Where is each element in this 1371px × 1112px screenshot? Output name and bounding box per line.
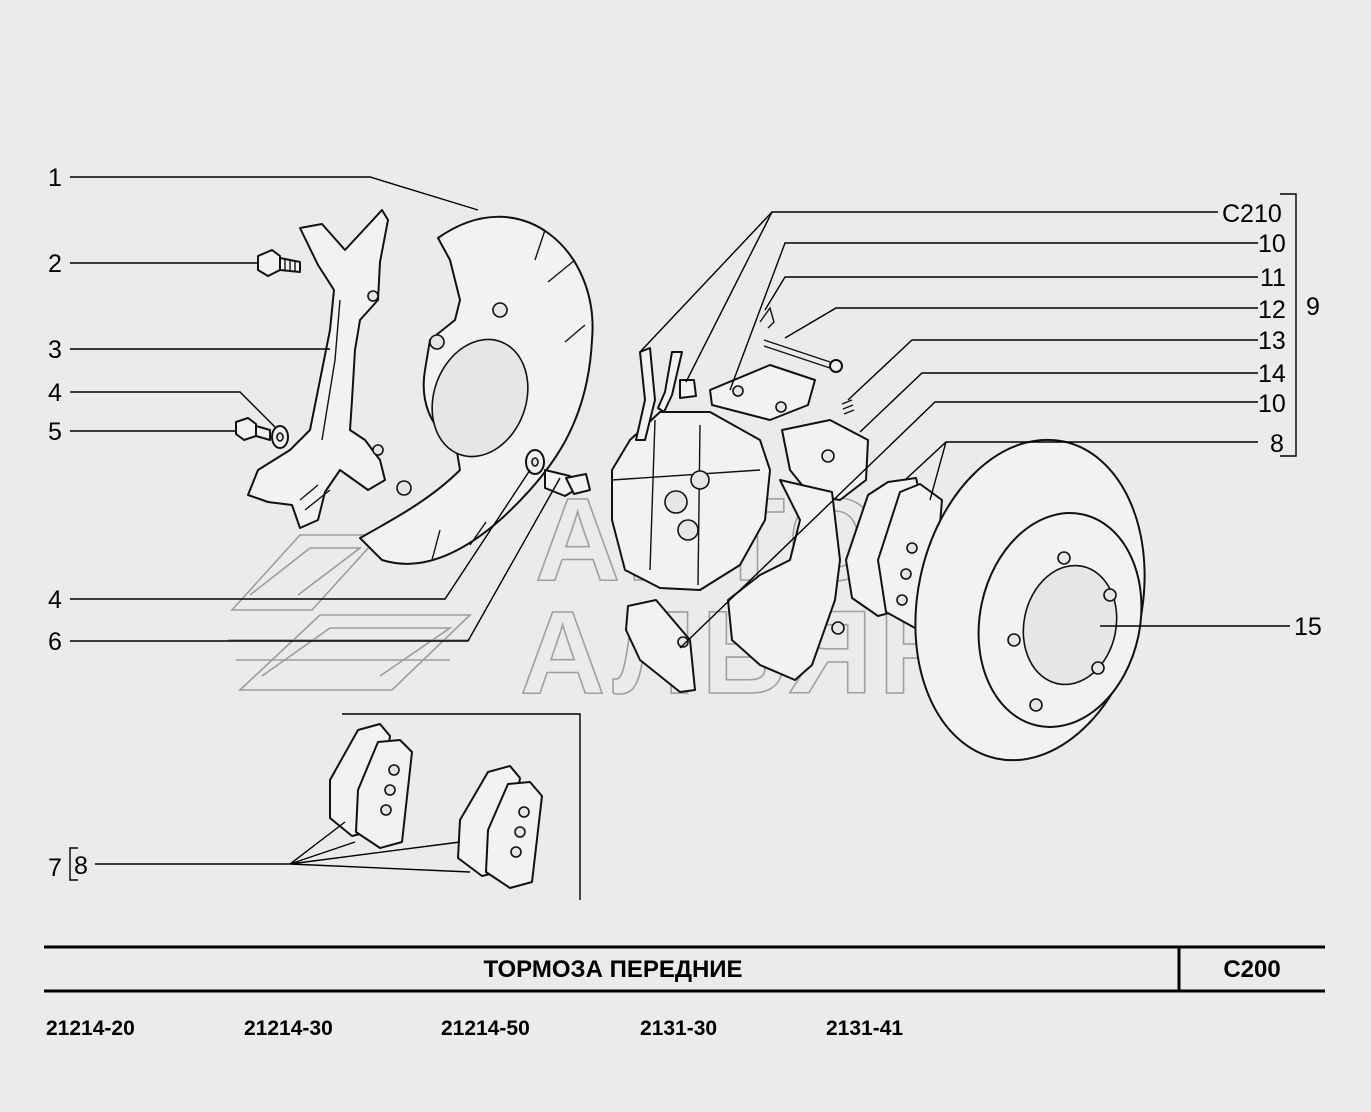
- title-block: ТОРМОЗА ПЕРЕДНИЕ C200: [44, 945, 1325, 993]
- splash-shield-part-1: [359, 215, 594, 565]
- callout-10a: 10: [1258, 230, 1286, 258]
- callout-14: 14: [1258, 360, 1286, 388]
- callout-2: 2: [48, 250, 62, 278]
- model-list: 21214-20 21214-30 21214-50 2131-30 2131-…: [46, 1017, 903, 1040]
- brake-pads-part-8: [845, 477, 943, 629]
- section-code: C200: [1223, 956, 1280, 983]
- callout-12: 12: [1258, 296, 1286, 324]
- model-item: 21214-50: [441, 1017, 530, 1040]
- bolt-part-6: [544, 469, 591, 497]
- plug-part-10: [679, 379, 697, 399]
- model-item: 21214-20: [46, 1017, 135, 1040]
- callout-8a: 8: [74, 852, 88, 880]
- callout-10b: 10: [1258, 390, 1286, 418]
- callout-4a: 4: [48, 379, 62, 407]
- caliper-assembly: [611, 347, 869, 693]
- callout-8b: 8: [1270, 430, 1284, 458]
- model-item: 21214-30: [244, 1017, 333, 1040]
- callout-13: 13: [1258, 327, 1286, 355]
- brake-disc-part-15: [914, 438, 1146, 762]
- cotter-pin-part-11: [759, 306, 775, 329]
- callout-1: 1: [48, 164, 62, 192]
- pad-set-inset: [329, 713, 581, 900]
- callout-5: 5: [48, 418, 62, 446]
- callout-11: 11: [1260, 264, 1286, 292]
- model-item: 2131-41: [826, 1017, 903, 1040]
- bolt-part-2: [257, 249, 301, 277]
- model-item: 2131-30: [640, 1017, 717, 1040]
- callout-4b: 4: [48, 586, 62, 614]
- callout-c210: C210: [1222, 200, 1282, 228]
- callout-9: 9: [1306, 293, 1320, 321]
- callout-6: 6: [48, 628, 62, 656]
- spring-part-13: [841, 399, 855, 415]
- callout-labels: 1 2 3 4 5 4 6 7 8 C210 10 11 12 13 14 10…: [48, 164, 1322, 882]
- washer-part-4-second: [525, 449, 545, 475]
- bracket-part-3: [247, 209, 389, 529]
- bolt-part-5: [235, 417, 271, 441]
- callout-3: 3: [48, 336, 62, 364]
- washer-part-4: [271, 425, 289, 449]
- page-title: ТОРМОЗА ПЕРЕДНИЕ: [483, 956, 742, 983]
- callout-7: 7: [48, 854, 62, 882]
- callout-15: 15: [1294, 613, 1322, 641]
- leader-lines: [69, 176, 1297, 881]
- pin-part-12: [763, 339, 843, 373]
